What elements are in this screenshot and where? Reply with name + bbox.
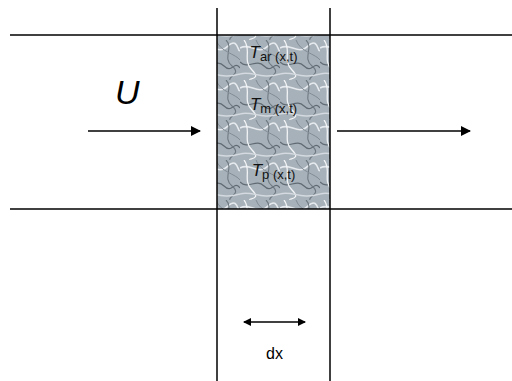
boundary-line [329, 8, 331, 381]
wall-line [10, 208, 512, 210]
flow-arrow [88, 130, 200, 132]
dimension-label: dx [266, 345, 283, 363]
flow-arrow [337, 130, 470, 132]
wall-line [10, 34, 512, 36]
mesh-fill [217, 35, 330, 209]
dimension-arrow [244, 321, 305, 323]
velocity-label: U [115, 73, 140, 112]
temperature-label: Tp (x,t) [217, 161, 330, 182]
temperature-label: Tar (x,t) [217, 43, 330, 64]
control-volume: Tar (x,t) Tm (x,t) Tp (x,t) [217, 35, 330, 209]
temperature-label: Tm (x,t) [217, 95, 330, 116]
boundary-line [216, 8, 218, 381]
